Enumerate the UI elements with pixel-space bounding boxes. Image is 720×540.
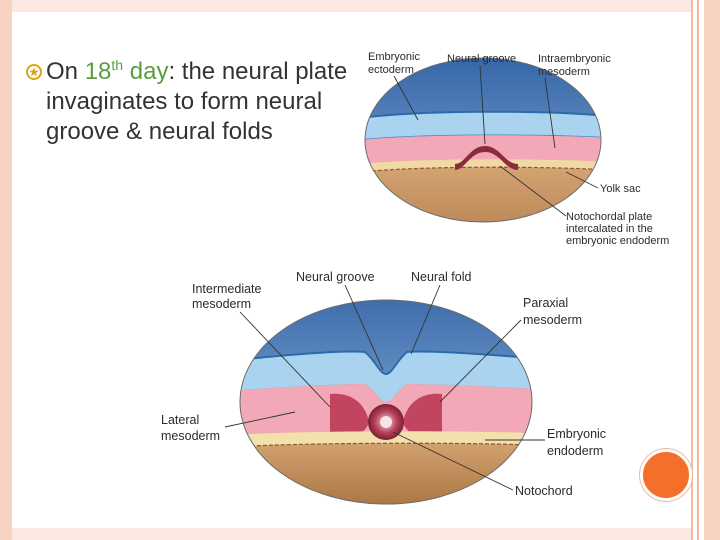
slide-frame-right xyxy=(704,0,720,540)
label-neural-groove-bottom: Neural groove xyxy=(296,270,375,284)
slide-frame-left xyxy=(0,0,12,540)
slide-frame-line xyxy=(691,0,693,540)
label-embryonic-endoderm: endoderm xyxy=(547,444,603,458)
label-embryonic-ectoderm: ectoderm xyxy=(368,64,414,76)
label-paraxial-mesoderm: Paraxial xyxy=(523,296,568,310)
label-notochordal-plate: Notochordal plate xyxy=(566,211,652,223)
slide-frame-top xyxy=(12,0,692,12)
diagram-neural-groove: Neural groove Neural fold Intermediate m… xyxy=(161,270,606,505)
label-lateral-mesoderm: Lateral xyxy=(161,413,199,427)
label-embryonic-ectoderm: Embryonic xyxy=(368,51,420,63)
slide-frame-line xyxy=(697,0,699,540)
label-notochordal-plate: intercalated in the xyxy=(566,223,653,235)
slide-frame-bottom xyxy=(12,528,692,540)
label-intraembryonic-mesoderm: Intraembryonic xyxy=(538,53,611,65)
label-yolk-sac: Yolk sac xyxy=(600,183,641,195)
bullet-point: On 18th day: the neural plate invaginate… xyxy=(26,57,361,147)
bullet-icon xyxy=(26,64,42,80)
diagram-neural-plate: Embryonic ectoderm Neural groove Intraem… xyxy=(364,51,669,247)
label-notochord: Notochord xyxy=(515,484,573,498)
label-neural-groove-top: Neural groove xyxy=(447,53,516,65)
label-intermediate-mesoderm: mesoderm xyxy=(192,297,251,311)
label-neural-fold: Neural fold xyxy=(411,270,471,284)
label-embryonic-endoderm: Embryonic xyxy=(547,427,606,441)
decorative-circle xyxy=(640,449,692,501)
bullet-ordinal: 18th day xyxy=(84,57,169,85)
bullet-lead: On xyxy=(46,58,79,85)
label-lateral-mesoderm: mesoderm xyxy=(161,429,220,443)
label-intraembryonic-mesoderm: mesoderm xyxy=(538,66,590,78)
bullet-text: On 18th day: the neural plate invaginate… xyxy=(46,57,361,147)
bullet-body: : the neural plate invaginates to form n… xyxy=(46,58,348,145)
label-notochordal-plate: embryonic endoderm xyxy=(566,235,669,247)
label-intermediate-mesoderm: Intermediate xyxy=(192,282,262,296)
label-paraxial-mesoderm: mesoderm xyxy=(523,313,582,327)
